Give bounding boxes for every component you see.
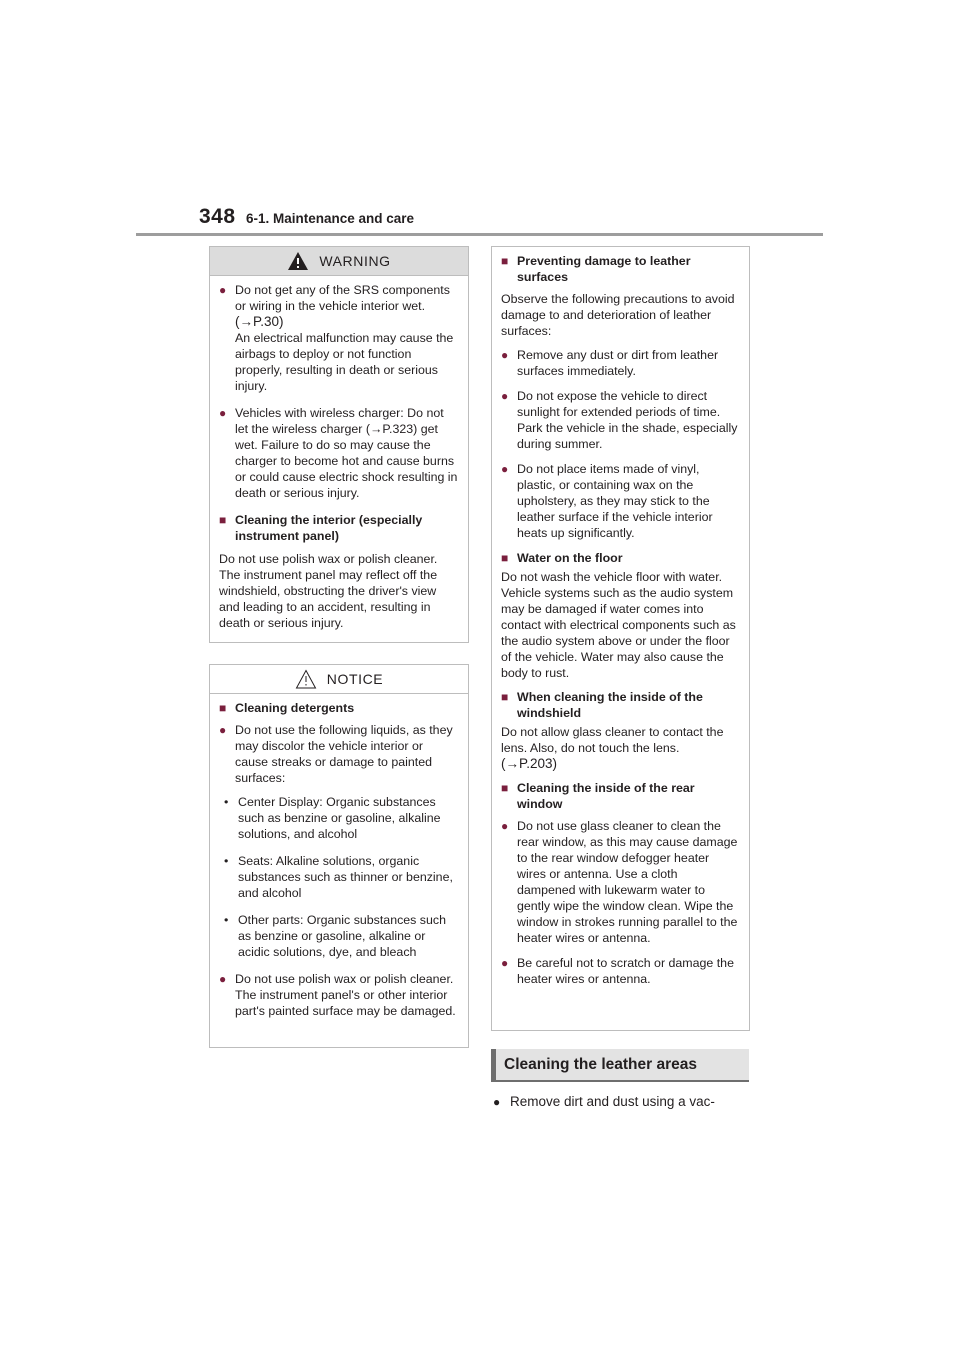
notice-header: NOTICE <box>210 665 468 694</box>
dot-marker: • <box>224 854 229 868</box>
notice-item-text: Do not place items made of vinyl, plasti… <box>517 462 713 540</box>
dot-item-text: Seats: Alkaline solutions, organic subst… <box>238 854 453 900</box>
subheading-text: Cleaning the inside of the rear window <box>517 781 695 811</box>
bullet-marker: ● <box>219 972 227 986</box>
warning-body: ● Do not get any of the SRS components o… <box>210 276 468 631</box>
warning-item: ● Vehicles with wireless charger: Do not… <box>219 405 458 501</box>
notice-body: ■ Cleaning detergents ● Do not use the f… <box>210 694 468 1019</box>
notice-paragraph: Do not wash the vehicle floor with water… <box>501 570 736 680</box>
square-marker: ■ <box>501 254 509 268</box>
notice-subheading: ■ Cleaning detergents <box>219 700 458 716</box>
dot-marker: • <box>224 913 229 927</box>
notice-subheading: ■ When cleaning the inside of the windsh… <box>501 689 739 721</box>
square-marker: ■ <box>219 701 227 715</box>
bullet-marker: ● <box>501 462 509 476</box>
notice-paragraph: Do not allow glass cleaner to contact th… <box>501 724 739 772</box>
notice-item: ● Do not use glass cleaner to clean the … <box>501 818 739 946</box>
warning-header: WARNING <box>210 247 468 276</box>
section-title: 6-1. Maintenance and care <box>246 211 415 226</box>
warning-item: ● Do not get any of the SRS components o… <box>219 282 458 394</box>
bullet-marker: ● <box>501 348 509 362</box>
square-marker: ■ <box>501 551 509 565</box>
notice-item: ● Do not place items made of vinyl, plas… <box>501 461 739 541</box>
square-marker: ■ <box>501 690 509 704</box>
warning-triangle-icon <box>288 252 309 270</box>
notice-dot-item: • Center Display: Organic substances suc… <box>219 794 458 842</box>
page-number: 348 <box>199 205 236 228</box>
notice-item-text: Do not use polish wax or polish cleaner.… <box>235 972 456 1018</box>
subheading-text: When cleaning the inside of the windshie… <box>517 690 703 720</box>
notice-continued-body: ■ Preventing damage to leather surfaces … <box>492 247 749 987</box>
dot-item-text: Other parts: Organic substances such as … <box>238 913 446 959</box>
notice-title: NOTICE <box>326 671 384 687</box>
bullet-marker: ● <box>219 723 227 737</box>
warning-item-text: Vehicles with wireless charger: Do not l… <box>235 406 458 500</box>
notice-item-text: Do not expose the vehicle to direct sunl… <box>517 389 738 451</box>
notice-item-text: Do not use glass cleaner to clean the re… <box>517 819 738 945</box>
bullet-marker: ● <box>219 406 227 420</box>
page-reference: (→P.203) <box>501 756 558 771</box>
bullet-marker: ● <box>219 283 227 297</box>
header-rule <box>136 233 823 236</box>
subheading-text: Water on the floor <box>517 551 623 565</box>
warning-item-text: An electrical malfunction may cause the … <box>235 331 454 393</box>
notice-dot-item: • Seats: Alkaline solutions, organic sub… <box>219 853 458 901</box>
notice-item: ● Remove any dust or dirt from leather s… <box>501 347 739 379</box>
solid-bullet-marker: ● <box>493 1095 501 1109</box>
bullet-marker: ● <box>501 389 509 403</box>
warning-paragraph: Do not use polish wax or polish cleaner.… <box>219 552 438 630</box>
notice-item-text: Be careful not to scratch or damage the … <box>517 956 734 986</box>
warning-subheading: ■ Cleaning the interior (especially inst… <box>219 512 458 544</box>
notice-subheading: ■ Cleaning the inside of the rear window <box>501 780 739 812</box>
body-list-item: ● Remove dirt and dust using a vac- <box>491 1093 790 1111</box>
subheading-text: Preventing damage to leather surfaces <box>517 254 691 284</box>
notice-paragraph: Observe the following precautions to avo… <box>501 292 735 338</box>
square-marker: ■ <box>219 513 227 527</box>
notice-subheading: ■ Water on the floor <box>501 550 739 566</box>
notice-dot-item: • Other parts: Organic substances such a… <box>219 912 458 960</box>
warning-box: WARNING ● Do not get any of the SRS comp… <box>209 246 469 643</box>
warning-title: WARNING <box>319 253 391 269</box>
notice-triangle-icon <box>295 669 317 689</box>
notice-item-text: Do not use the following liquids, as the… <box>235 723 453 785</box>
body-list-item-text: Remove dirt and dust using a vac- <box>510 1094 715 1109</box>
subheading-text: Cleaning detergents <box>235 701 355 715</box>
notice-item: ● Do not expose the vehicle to direct su… <box>501 388 739 452</box>
warning-item-text: Do not get any of the SRS components or … <box>235 283 450 313</box>
subheading-text: Cleaning the interior (especially instru… <box>235 513 423 543</box>
square-marker: ■ <box>501 781 509 795</box>
notice-item: ● Do not use the following liquids, as t… <box>219 722 458 786</box>
notice-item-text: Remove any dust or dirt from leather sur… <box>517 348 719 378</box>
paragraph-text: Do not allow glass cleaner to contact th… <box>501 725 724 755</box>
bullet-marker: ● <box>501 819 509 833</box>
dot-item-text: Center Display: Organic substances such … <box>238 795 441 841</box>
notice-box: NOTICE ■ Cleaning detergents ● Do not us… <box>209 664 469 1048</box>
bullet-marker: ● <box>501 956 509 970</box>
notice-subheading: ■ Preventing damage to leather surfaces <box>501 253 739 285</box>
page-reference: (→P.30) <box>235 314 284 329</box>
notice-item: ● Be careful not to scratch or damage th… <box>501 955 739 987</box>
section-heading: Cleaning the leather areas <box>491 1049 749 1082</box>
notice-continued-box: ■ Preventing damage to leather surfaces … <box>491 246 750 1031</box>
notice-item: ● Do not use polish wax or polish cleane… <box>219 971 458 1019</box>
dot-marker: • <box>224 795 229 809</box>
